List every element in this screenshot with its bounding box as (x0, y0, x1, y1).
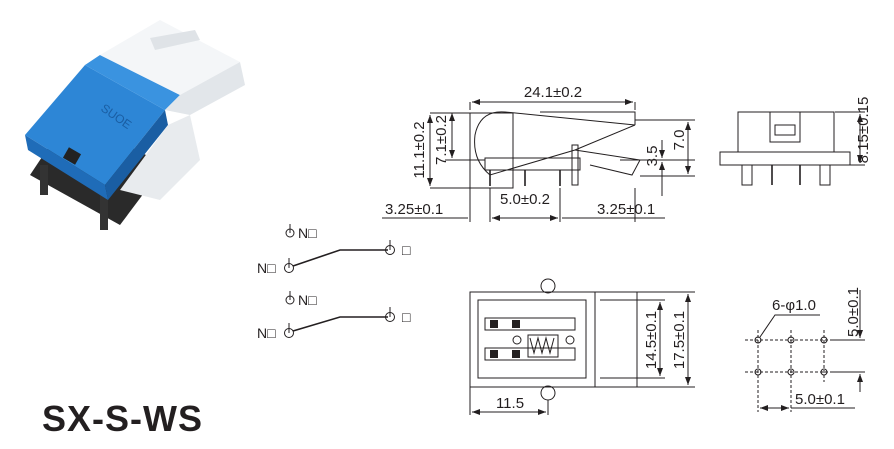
dim-pin-pitch: 5.0±0.2 (500, 191, 550, 208)
dim-right-offset: 3.25±0.1 (597, 201, 655, 218)
dim-length: 24.1±0.2 (524, 84, 582, 101)
product-photo: SUOE (25, 20, 245, 230)
side-view-drawing: 24.1±0.2 11.1±0.2 7.1±0.2 3.5 7.0 3.25±0… (382, 84, 695, 222)
hole-pattern-drawing: 6-φ1.0 5.0±0.1 5.0±0.1 (745, 287, 865, 412)
circuit-1: N□ N□ □ (257, 224, 411, 276)
dim-length: 11.5 (496, 395, 524, 412)
terminal-label: N□ (298, 225, 317, 241)
dim-holes: 6-φ1.0 (772, 297, 816, 314)
end-view-drawing: 8.15±0.15 (719, 97, 872, 186)
dim-travel: 3.5 (644, 146, 661, 167)
terminal-label: □ (402, 309, 411, 325)
dim-end-height: 8.15±0.15 (855, 97, 872, 164)
terminal-label: N□ (298, 292, 317, 308)
circuit-2: N□ N□ □ (257, 291, 411, 341)
terminal-label: N□ (257, 325, 276, 341)
dim-actuator-height: 7.0 (671, 130, 688, 151)
dim-row-pitch: 5.0±0.1 (845, 287, 862, 337)
dim-height-inner: 7.1±0.2 (433, 115, 450, 165)
dim-left-offset: 3.25±0.1 (385, 201, 443, 218)
dim-width-outer: 17.5±0.1 (671, 311, 688, 369)
dim-width-inner: 14.5±0.1 (643, 311, 660, 369)
terminal-label: □ (402, 242, 411, 258)
switch-schematic: N□ N□ □ N□ N□ □ (257, 224, 411, 341)
dim-col-pitch: 5.0±0.1 (795, 391, 845, 408)
terminal-label: N□ (257, 260, 276, 276)
model-title: SX-S-WS (42, 398, 204, 439)
bottom-view-drawing: 14.5±0.1 17.5±0.1 11.5 (469, 278, 695, 415)
dim-height-total: 11.1±0.2 (411, 121, 428, 178)
